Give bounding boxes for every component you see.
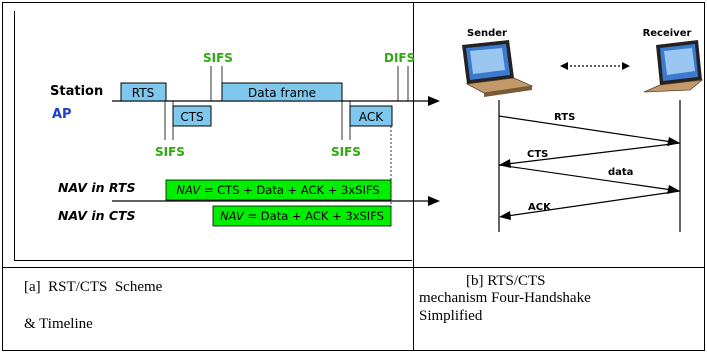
link-arrowhead-left bbox=[560, 62, 568, 70]
table-border-left bbox=[2, 2, 3, 351]
receiver-label: Receiver bbox=[643, 28, 692, 39]
sifs-label-bottom-1: SIFS bbox=[155, 145, 185, 159]
sender-laptop-icon bbox=[462, 40, 534, 97]
rts-frame-label: RTS bbox=[132, 86, 154, 100]
table-border-right bbox=[704, 2, 705, 351]
caption-right-line2: mechanism Four-Handshake bbox=[419, 290, 591, 306]
data-frame-label: Data frame bbox=[248, 86, 316, 100]
nav-in-rts-label: NAV in RTS bbox=[58, 180, 135, 195]
link-arrowhead-right bbox=[622, 62, 630, 70]
station-label: Station bbox=[50, 84, 103, 99]
caption-left-line1: [a] RST/CTS Scheme bbox=[24, 279, 163, 295]
table-border-top bbox=[2, 2, 705, 3]
rts-cts-timeline-diagram: RTS CTS Data frame ACK SIFS SIFS SIFS DI… bbox=[50, 51, 440, 227]
cts-message-label: CTS bbox=[527, 149, 548, 160]
ack-message-label: ACK bbox=[528, 202, 552, 213]
left-figure-inner-border bbox=[14, 11, 15, 261]
caption-right-line3: Simplified bbox=[419, 308, 483, 324]
data-message-arrow bbox=[498, 164, 673, 191]
sender-label: Sender bbox=[467, 28, 507, 39]
left-figure-inner-border-bottom bbox=[14, 260, 412, 261]
sifs-label-top: SIFS bbox=[203, 51, 233, 65]
table-row-divider bbox=[2, 267, 705, 268]
receiver-laptop-icon bbox=[643, 40, 704, 93]
nav-rts-text: NAV = CTS + Data + ACK + 3xSIFS bbox=[176, 183, 379, 197]
sifs-label-bottom-2: SIFS bbox=[331, 145, 361, 159]
ack-frame-label: ACK bbox=[359, 110, 384, 124]
nav-timeline-arrowhead bbox=[428, 196, 440, 206]
nav-cts-bar bbox=[212, 205, 392, 227]
nav-cts-text: NAV = Data + ACK + 3xSIFS bbox=[220, 209, 384, 223]
timeline-arrowhead bbox=[428, 96, 440, 106]
difs-label: DIFS bbox=[384, 51, 415, 65]
ack-arrowhead bbox=[499, 211, 511, 220]
nav-rts-bar bbox=[165, 179, 392, 201]
data-message-label: data bbox=[608, 167, 633, 178]
table-border-bottom bbox=[2, 350, 705, 351]
ap-label: AP bbox=[52, 107, 72, 122]
cts-message-arrow bbox=[506, 142, 681, 165]
rts-message-arrow bbox=[498, 115, 673, 143]
caption-left-line2: & Timeline bbox=[24, 316, 93, 332]
table-column-divider bbox=[413, 2, 414, 351]
ack-message-arrow bbox=[506, 190, 681, 217]
rts-message-label: RTS bbox=[554, 112, 575, 123]
caption-right-line1: [b] RTS/CTS bbox=[466, 273, 546, 289]
nav-in-cts-label: NAV in CTS bbox=[58, 208, 136, 223]
rts-frame bbox=[120, 82, 167, 102]
cts-frame-label: CTS bbox=[180, 110, 203, 124]
four-handshake-diagram: Sender Receiver RTS CTS data ACK bbox=[462, 28, 704, 232]
